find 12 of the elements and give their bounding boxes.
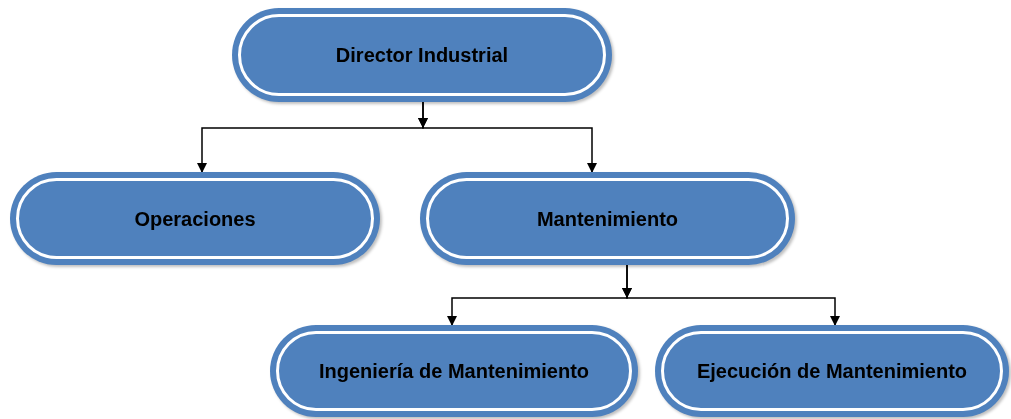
rounded-box (10, 172, 380, 265)
box-label: Director Industrial (335, 43, 509, 68)
rounded-box (655, 325, 1009, 417)
box-label: Operaciones (134, 206, 256, 232)
box-label: Ingeniería de Mantenimiento (318, 359, 589, 384)
box-label: Mantenimiento (536, 206, 679, 232)
rounded-box (270, 325, 638, 417)
arrow (622, 264, 840, 326)
rounded-box (232, 8, 612, 102)
box-label: Ejecución de Mantenimiento (696, 359, 967, 384)
arrow (418, 101, 597, 173)
rounded-box (420, 172, 795, 265)
